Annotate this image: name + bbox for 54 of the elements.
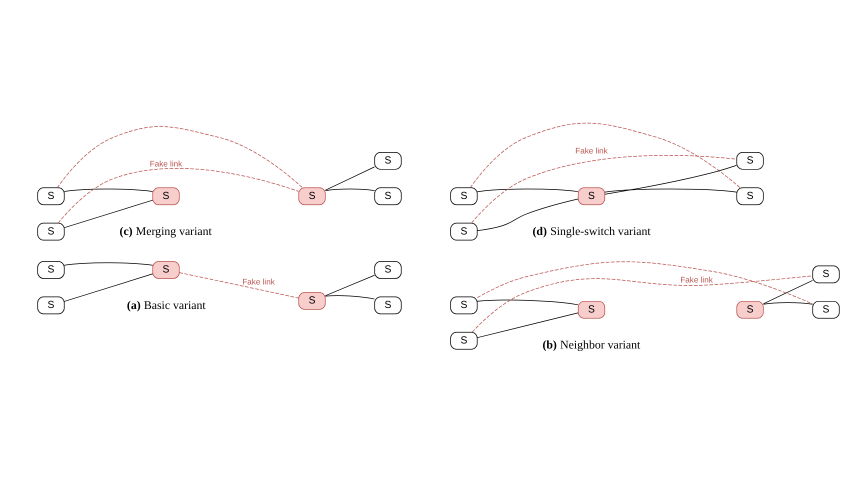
connector <box>56 126 303 188</box>
node-box: S <box>736 186 764 205</box>
connector <box>472 274 813 332</box>
node-box: S <box>374 151 402 170</box>
connector <box>476 312 578 338</box>
label: (c) Merging variant <box>120 224 212 238</box>
node-box: S <box>374 260 402 278</box>
connector <box>64 262 153 266</box>
node-box: S <box>450 222 478 240</box>
node-box: S <box>450 331 478 350</box>
node-box: S <box>374 186 402 205</box>
connector <box>64 188 153 192</box>
node-box: S <box>298 292 326 310</box>
connector <box>64 273 153 302</box>
node-box: S <box>450 186 478 205</box>
node-box: S <box>578 300 606 318</box>
connector <box>763 302 813 304</box>
node-box: S <box>374 296 402 314</box>
node-box: S <box>152 260 180 278</box>
connector <box>476 299 578 305</box>
connector <box>64 199 153 228</box>
edge-label: Fake link <box>242 277 275 286</box>
node-box: S <box>578 186 606 205</box>
edge-label: Fake link <box>680 274 713 284</box>
connector <box>471 154 737 223</box>
node-box: S <box>450 296 478 314</box>
label: (b) Neighbor variant <box>542 337 640 352</box>
node-box: S <box>37 186 65 205</box>
connector <box>470 122 740 188</box>
edge-label: Fake link <box>150 159 182 168</box>
connector <box>604 188 738 192</box>
label: (a) Basic variant <box>126 297 206 312</box>
label: (d) Single-switch variant <box>532 224 651 238</box>
node-box: S <box>37 222 65 240</box>
connector <box>763 280 813 304</box>
connector <box>325 188 375 191</box>
node-box: S <box>37 260 65 278</box>
connector <box>325 294 375 299</box>
node-box: S <box>37 296 65 314</box>
node-box: S <box>152 186 180 205</box>
connector <box>477 198 578 230</box>
node-box: S <box>298 186 326 205</box>
connector <box>325 274 375 296</box>
connector <box>325 166 375 190</box>
node-box: S <box>812 300 840 318</box>
connector <box>604 164 737 194</box>
connector <box>178 272 300 298</box>
edge-label: Fake link <box>575 146 608 155</box>
connector <box>58 168 299 223</box>
connector <box>477 260 813 304</box>
connector <box>476 188 578 192</box>
node-box: S <box>736 151 764 170</box>
node-box: S <box>812 265 840 283</box>
node-box: S <box>736 300 764 318</box>
